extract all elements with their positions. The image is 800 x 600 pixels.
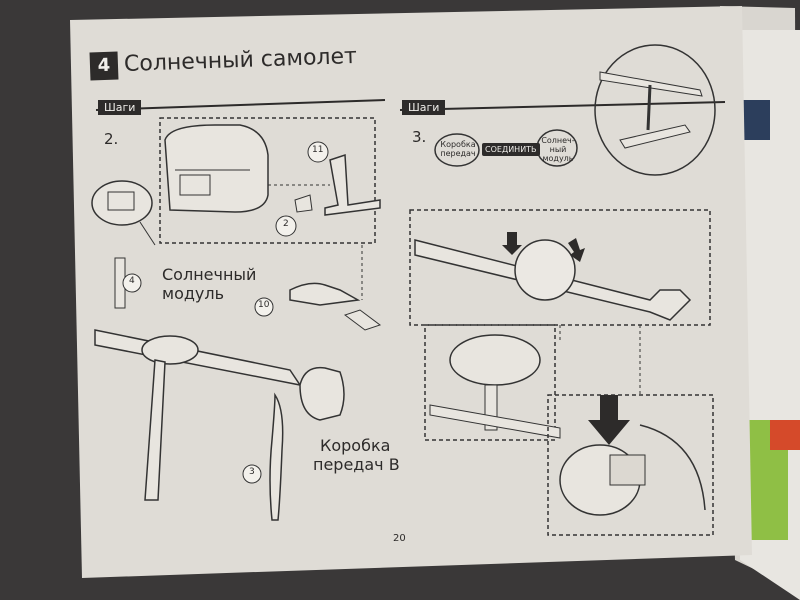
tail-piece — [343, 309, 382, 331]
dashed-frame-step3-right — [547, 394, 714, 536]
part-number-10: 10 — [258, 300, 270, 310]
solar-module-label-line2: модуль — [162, 284, 225, 303]
step-2-label: 2. — [104, 130, 119, 148]
gearbox-drawing — [164, 124, 269, 213]
preview-base — [619, 124, 691, 149]
steps-label-left: Шаги — [98, 100, 142, 115]
solar-module-drawing — [91, 180, 153, 226]
gearbox-label-line2: передач В — [313, 455, 400, 474]
spring-drawing — [609, 454, 646, 486]
connect-box-line2: передач — [440, 149, 476, 158]
step-number-badge: 4 — [89, 51, 119, 81]
step-3-label: 3. — [412, 128, 427, 146]
gearbox-window — [179, 174, 211, 196]
part-2-cap — [294, 194, 313, 213]
part-number-2: 2 — [283, 219, 289, 229]
connect-solar-line2: ный — [549, 145, 567, 154]
preview-plane — [599, 71, 703, 97]
connect-solar-label: Солнеч- ный модуль — [538, 136, 578, 163]
cover-corner — [740, 100, 770, 140]
arrow-down-2 — [568, 238, 585, 262]
part-3-circle — [242, 464, 262, 484]
steps-rule-left — [95, 99, 386, 111]
step3-rail — [429, 404, 561, 439]
connect-box-label: Коробка передач — [438, 140, 478, 158]
dashed-frame-step3 — [409, 209, 711, 326]
base-leg — [144, 359, 166, 501]
steps-label-right: Шаги — [402, 100, 446, 115]
part-2-circle — [275, 215, 297, 237]
dashed-frame-top — [159, 117, 376, 244]
part-4-circle — [122, 273, 142, 293]
gearbox-b-drawing — [299, 366, 345, 421]
step3-hub — [514, 239, 576, 301]
cover-colored-strip-2 — [770, 420, 800, 450]
connect-box-pill — [434, 133, 480, 167]
solar-module-label-line1: Солнечный — [162, 265, 257, 284]
connect-box-line1: Коробка — [440, 140, 476, 149]
part-10-wing — [289, 282, 361, 306]
preview-circle — [594, 44, 716, 176]
part-11-circle — [307, 141, 329, 163]
preview-post — [646, 84, 652, 131]
connect-solar-line1: Солнеч- — [541, 136, 575, 145]
part-11-stand — [324, 153, 381, 216]
page-number: 20 — [393, 533, 406, 544]
propeller-drawing — [269, 392, 284, 521]
arrow-down-1 — [502, 232, 522, 255]
gearbox-label-line1: Коробка — [320, 436, 391, 455]
connect-button: СОЕДИНИТЬ — [482, 143, 540, 156]
step3-solar-disc — [449, 334, 541, 386]
solar-leader — [139, 221, 156, 246]
base-hub — [141, 335, 199, 365]
connect-solar-line3: модуль — [542, 154, 574, 163]
solar-panel — [107, 191, 135, 211]
part-number-3: 3 — [249, 467, 255, 477]
part-10-circle — [254, 297, 274, 317]
steps-rule-right — [399, 101, 726, 111]
arrow-down-3 — [588, 395, 630, 445]
part-number-4: 4 — [129, 276, 135, 286]
part-number-11: 11 — [312, 145, 324, 155]
dashed-frame-step3-left — [424, 324, 556, 441]
wheel-arc — [639, 424, 706, 511]
